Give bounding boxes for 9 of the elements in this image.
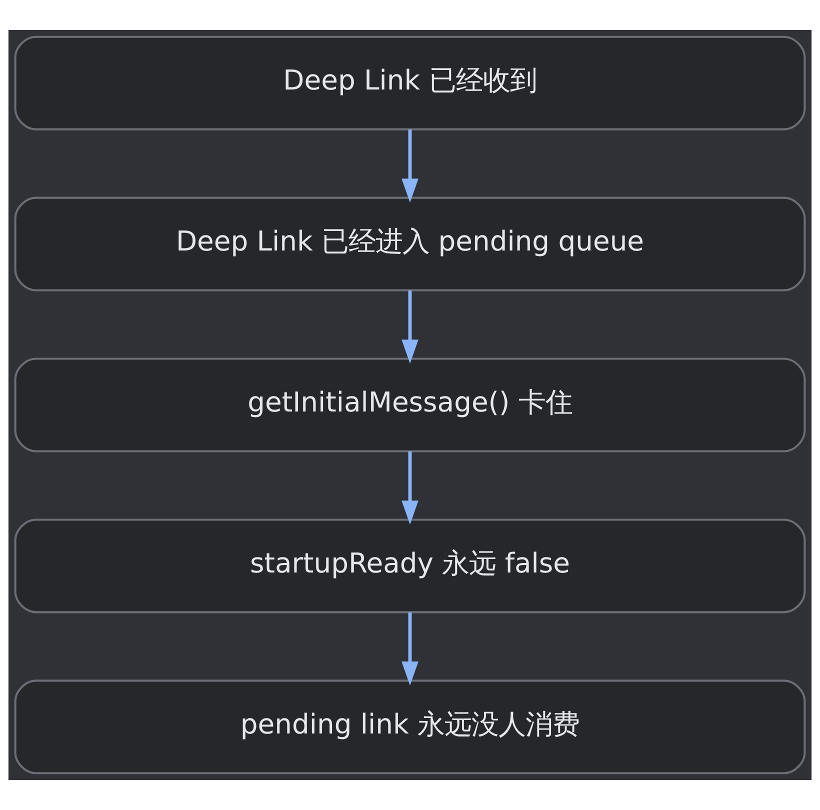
arrow <box>402 612 418 686</box>
arrow <box>402 130 418 203</box>
arrow <box>402 290 418 364</box>
node-box: startupReady 永远 false <box>14 518 806 614</box>
node-box: Deep Link 已经收到 <box>14 36 806 130</box>
node-box: Deep Link 已经进入 pending queue <box>14 196 806 292</box>
node-box: getInitialMessage() 卡住 <box>14 358 806 452</box>
node-box: pending link 永远没人消费 <box>14 680 806 774</box>
arrow <box>402 451 418 525</box>
